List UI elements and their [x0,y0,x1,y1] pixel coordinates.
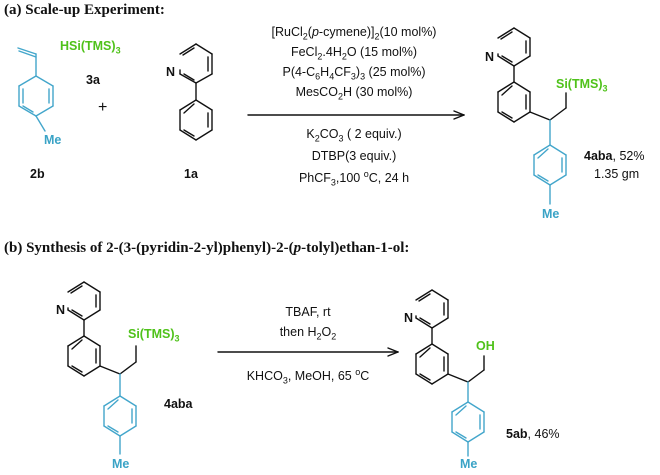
styrene-2b-structure [17,47,54,132]
product-a-mass: 1.35 gm [594,167,640,181]
product-a-silyl-label: Si(TMS)3 [556,77,608,94]
b-condition-tbaf: TBAF, rt [285,305,331,319]
silane-formula: HSi(TMS)3 [60,39,121,56]
product-b-me-label: Me [460,457,478,471]
product-a-yield: 4aba, 52% [584,149,645,163]
condition-phosphine: P(4-C6H4CF3)3 (25 mol%) [282,65,426,82]
condition-catalyst: [RuCl2(p-cymene)]2(10 mol%) [271,25,437,42]
plus-sign: + [98,99,108,116]
sm-me-label: Me [112,457,130,471]
product-b-oh-label: OH [476,339,495,353]
condition-iron: FeCl2.4H2O (15 mol%) [290,45,418,62]
b-condition-base: KHCO3, MeOH, 65 oC [246,367,370,386]
product-a-me-label: Me [542,207,560,221]
section-a-heading: (a) Scale-up Experiment: [4,2,165,18]
product-b-yield: 5ab, 46% [506,427,560,441]
silane-code: 3a [86,73,100,87]
condition-acid: MesCO2H (30 mol%) [295,85,413,102]
phenylpyridine-n-label: N [166,65,176,79]
condition-solvent-temp: PhCF3,100 oC, 24 h [298,169,410,188]
sm-4aba-structure [67,281,137,455]
condition-base: K2CO3 ( 2 equiv.) [306,127,402,144]
product-b-n-label: N [404,311,414,325]
sm-silyl-label: Si(TMS)3 [128,327,180,344]
section-b-heading: (b) Synthesis of 2-(3-(pyridin-2-yl)phen… [4,240,410,256]
b-condition-peroxide: then H2O2 [279,325,337,342]
product-a-n-label: N [485,50,495,64]
sm-code: 4aba [164,397,193,411]
phenylpyridine-1a-structure [179,43,213,141]
phenylpyridine-code: 1a [184,167,198,181]
condition-oxidant: DTBP(3 equiv.) [311,149,397,163]
product-5ab-structure [415,289,485,457]
styrene-me-label: Me [44,133,62,147]
product-4aba-structure [497,27,567,205]
sm-n-label: N [56,303,66,317]
styrene-code: 2b [30,167,45,181]
